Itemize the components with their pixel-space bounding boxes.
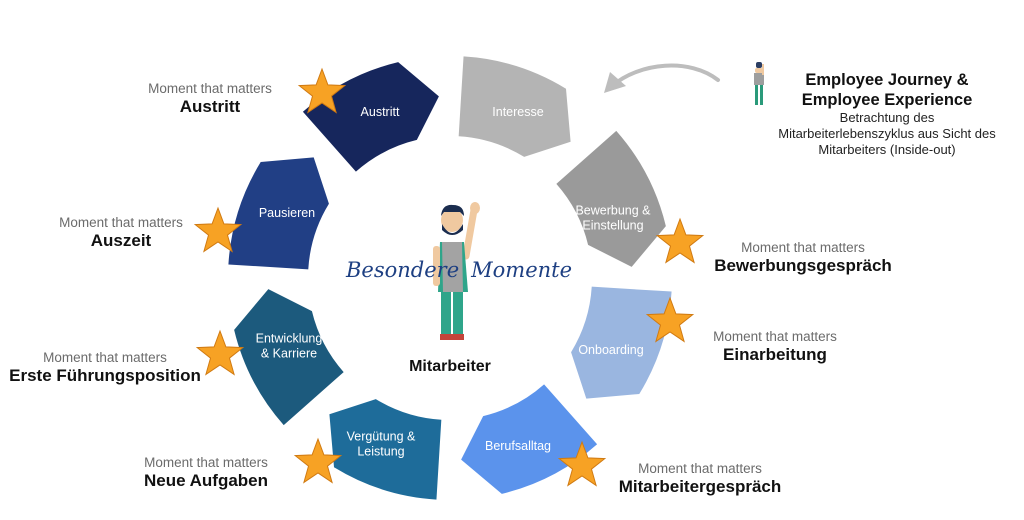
star-icon: [195, 329, 245, 376]
segment-berufsalltag: [461, 384, 598, 494]
segment-label-bewerbung: Bewerbung &Einstellung: [575, 204, 651, 233]
moment-name: Neue Aufgaben: [143, 471, 269, 490]
center-subtitle: Mitarbeiter: [409, 358, 491, 375]
moment-prefix: Moment that matters: [43, 350, 167, 365]
center-title: Besondere Momente: [340, 258, 572, 282]
moment-mitarbeitergespraech: Moment that matters Mitarbeitergespräch: [585, 460, 815, 497]
segment-label-onboarding: Onboarding: [578, 343, 643, 357]
moment-erste-fuehrungsposition: Moment that matters Erste Führungspositi…: [0, 349, 210, 386]
moment-name: Erste Führungsposition: [9, 366, 201, 385]
moment-name: Auszeit: [90, 231, 152, 250]
stars-layer: [193, 67, 705, 487]
moment-neue-aufgaben: Moment that matters Neue Aufgaben: [91, 454, 321, 491]
moment-bewerbungsgespraech: Moment that matters Bewerbungsgespräch: [688, 239, 918, 276]
segment-label-berufsalltag: Berufsalltag: [485, 439, 551, 453]
curved-arrow-icon: [610, 63, 720, 88]
segment-label-pausieren: Pausieren: [259, 206, 315, 220]
segment-interesse: [458, 56, 571, 157]
moment-name: Einarbeitung: [723, 345, 827, 364]
moment-name: Mitarbeitergespräch: [618, 477, 782, 496]
moment-name: Austritt: [179, 97, 241, 116]
moment-name: Bewerbungsgespräch: [714, 256, 892, 275]
journey-desc-2: Mitarbeiterlebenszyklus aus Sicht des: [778, 126, 996, 141]
moment-auszeit: Moment that matters Auszeit: [6, 214, 236, 251]
segment-entwicklung: [234, 289, 344, 426]
journey-title-2: Employee Experience: [801, 91, 973, 109]
star-icon: [645, 296, 695, 343]
moment-prefix: Moment that matters: [741, 240, 865, 255]
moment-austritt: Moment that matters Austritt: [95, 80, 325, 117]
segment-verguetung: [329, 399, 442, 500]
center-title-left: Besondere: [346, 258, 460, 282]
segment-label-austritt: Austritt: [361, 105, 400, 119]
star-icon: [557, 440, 607, 487]
moment-prefix: Moment that matters: [59, 215, 183, 230]
journey-title-1: Employee Journey &: [805, 71, 969, 89]
person-illustration: [433, 202, 480, 340]
small-person-icon: [754, 62, 764, 105]
journey-info: Employee Journey & Employee Experience B…: [752, 70, 1022, 158]
moment-prefix: Moment that matters: [638, 461, 762, 476]
journey-desc-3: Mitarbeiters (Inside-out): [818, 142, 956, 157]
star-icon: [193, 206, 243, 253]
segment-bewerbung: [556, 130, 666, 267]
moment-prefix: Moment that matters: [148, 81, 272, 96]
journey-desc-1: Betrachtung des: [839, 110, 935, 125]
star-icon: [297, 67, 347, 114]
center-title-right: Momente: [471, 258, 573, 282]
arrow-head-icon: [604, 72, 626, 93]
moment-prefix: Moment that matters: [144, 455, 268, 470]
segment-label-verguetung: Vergütung &Leistung: [347, 430, 416, 459]
segment-label-entwicklung: Entwicklung& Karriere: [256, 332, 323, 361]
moment-prefix: Moment that matters: [713, 329, 837, 344]
star-icon: [293, 437, 343, 484]
star-icon: [655, 217, 705, 264]
segment-pausieren: [228, 157, 329, 270]
moment-einarbeitung: Moment that matters Einarbeitung: [660, 328, 890, 365]
segment-label-interesse: Interesse: [492, 105, 543, 119]
